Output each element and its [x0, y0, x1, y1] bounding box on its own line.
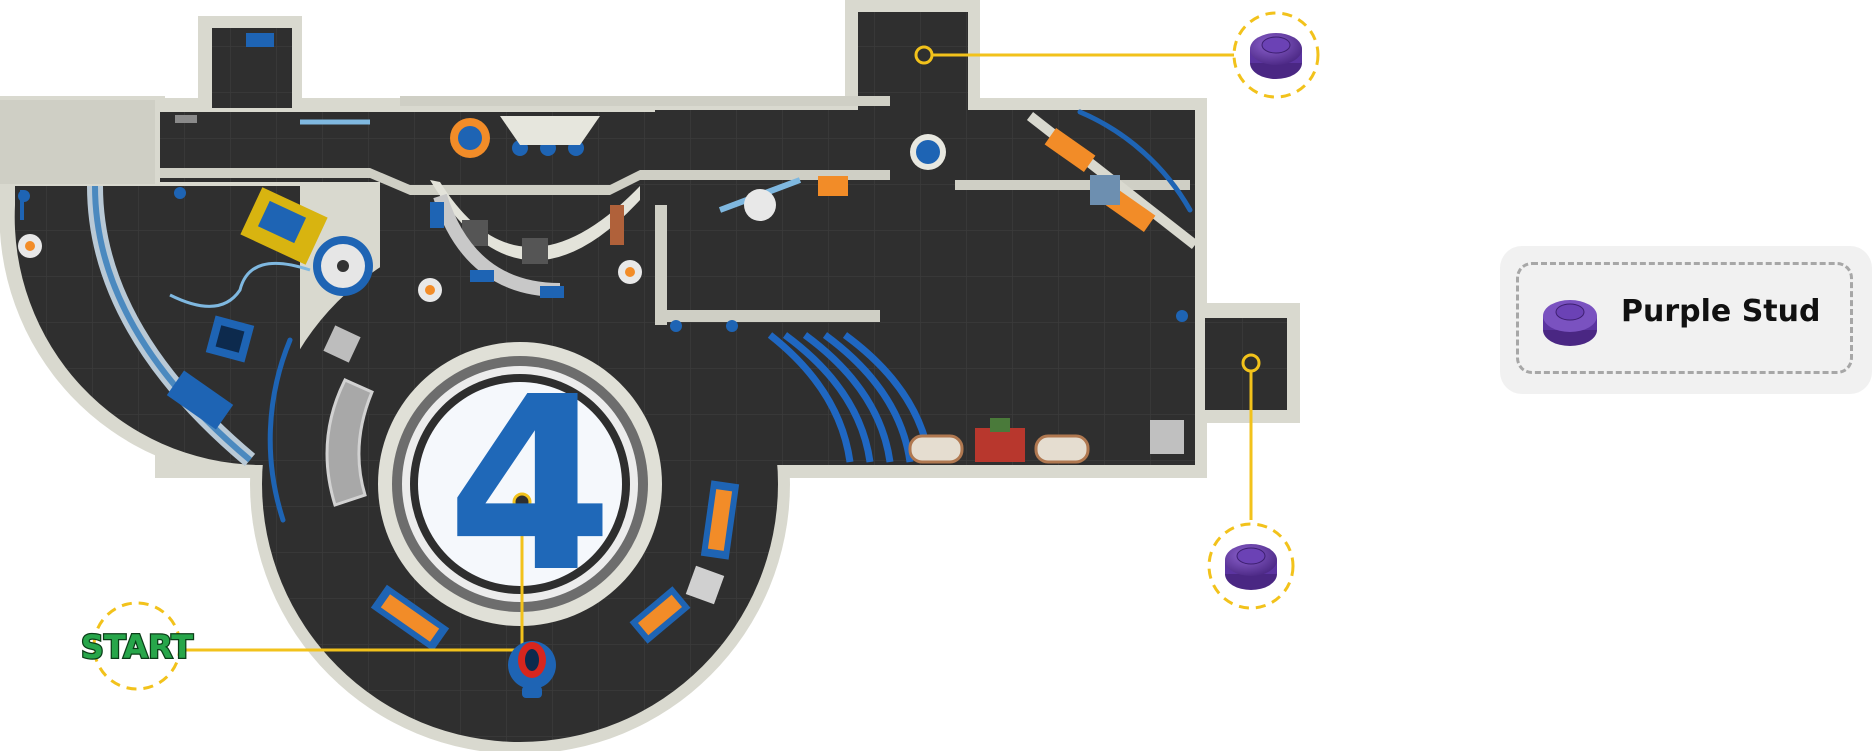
room-number: 4 [447, 345, 614, 625]
player-start-pod [508, 641, 556, 698]
start-marker[interactable]: START [80, 601, 195, 691]
purple-stud-icon [1543, 300, 1597, 346]
legend-border [1516, 262, 1853, 374]
furniture [18, 33, 1188, 652]
callout-dots [512, 45, 1261, 512]
start-label: START [81, 628, 193, 666]
purple-stud-marker[interactable] [1207, 522, 1295, 610]
purple-stud-marker[interactable] [1232, 11, 1320, 99]
purple-stud-icon [1250, 33, 1302, 79]
purple-stud-icon [1225, 544, 1277, 590]
legend-item-label: Purple Stud [1621, 294, 1821, 329]
